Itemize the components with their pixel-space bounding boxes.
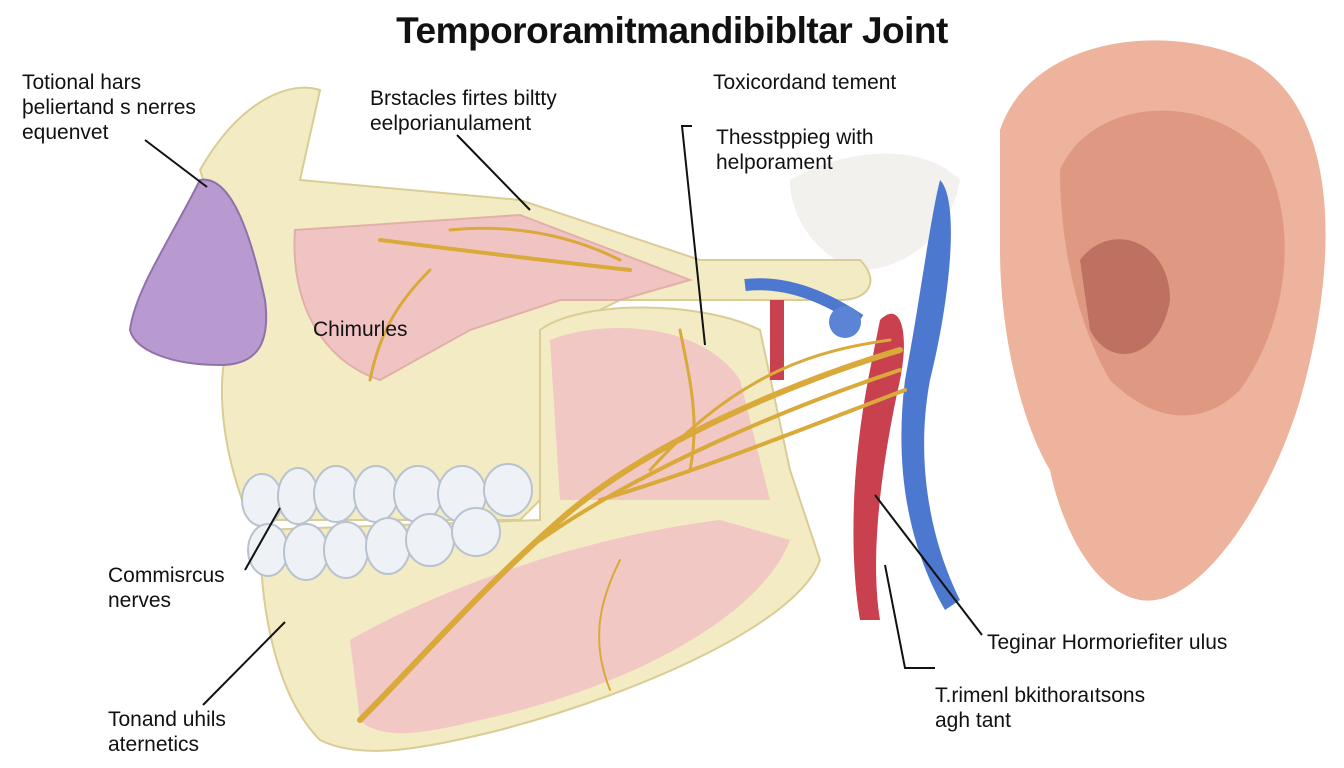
label-line: Teginar Hormoriefiter ulus	[987, 631, 1228, 654]
teeth	[241, 463, 533, 581]
label-lower-right: Teginar Hormoriefiter ulus	[987, 630, 1227, 655]
label-line: agh tant	[935, 709, 1011, 732]
label-line: helporament	[716, 151, 833, 174]
label-line: eelporianulament	[370, 112, 532, 135]
label-line: nerves	[108, 589, 172, 612]
label-line: Tonand uhils	[108, 708, 226, 731]
label-line: þeliertand s nerres	[22, 96, 196, 119]
label-line: Toxicordand tement	[713, 71, 897, 94]
label-line: Brstacles firtes biltty	[370, 87, 557, 110]
label-line: T.rimenl bkithoraıtsons	[935, 684, 1146, 707]
nose	[128, 178, 268, 367]
label-top-right: Toxicordand tement	[713, 70, 896, 95]
label-line: Thesstppieg with	[716, 126, 874, 149]
nerves	[357, 226, 907, 723]
label-line: aternetics	[108, 733, 200, 756]
leader-lines	[144, 125, 983, 706]
label-line: Totional hars	[22, 71, 142, 94]
label-top-left: Totional hars þeliertand s nerres equenv…	[22, 70, 196, 145]
label-upper-right: Thesstppieg with helporament	[716, 125, 874, 175]
label-bottom-right: T.rimenl bkithoraıtsons agh tant	[935, 683, 1145, 733]
label-bottom-left: Tonand uhils aternetics	[108, 707, 226, 757]
label-line: Commisrcus	[108, 564, 225, 587]
label-line: Chimurles	[313, 318, 408, 341]
label-center: Chimurles	[313, 317, 408, 342]
vein	[901, 180, 960, 610]
diagram-title: Tempororamitmandibibltar Joint	[396, 10, 948, 51]
label-line: equenvet	[22, 121, 109, 144]
label-mid-left: Commisrcus nerves	[108, 563, 225, 613]
skull-bone	[198, 86, 872, 752]
label-top-middle: Brstacles firtes biltty eelporianulament	[370, 86, 557, 136]
ear	[1000, 40, 1326, 601]
artery	[853, 313, 904, 620]
